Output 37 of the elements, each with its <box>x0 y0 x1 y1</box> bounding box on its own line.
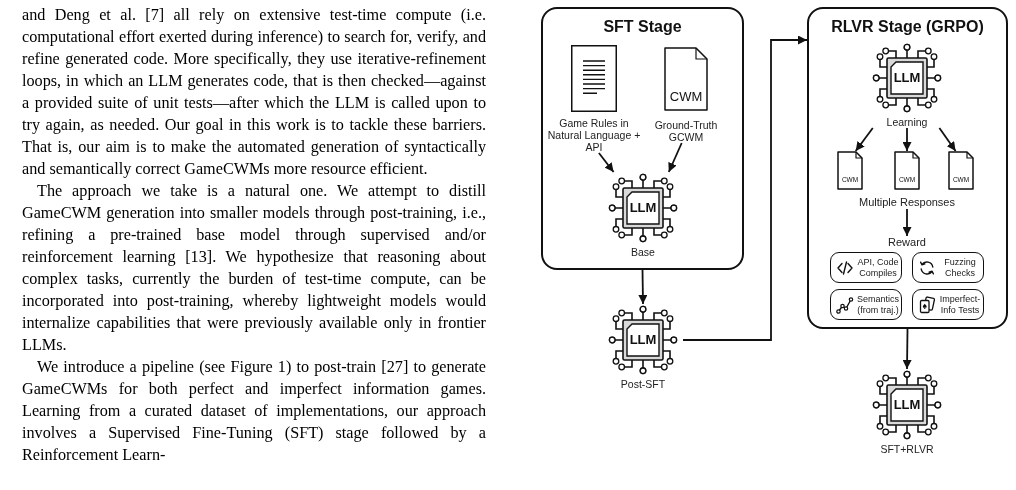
chip-label: LLM <box>893 71 921 85</box>
file-type-label: CWM <box>669 90 703 104</box>
reward-card <box>912 289 984 320</box>
body-paragraph: We introduce a pipeline (see Figure 1) to post-train [27] to generate GameCWMs for both perfect and imperfect information games. Learning from a curated dataset of implementations, our approach involves a Supervised Fine-Tuning (SFT) stage followed by a Reinforcement Learn- <box>22 357 486 466</box>
arrow <box>902 328 912 370</box>
model-name: SFT+RLVR <box>880 443 934 455</box>
body-paragraph: The approach we take is a natural one. We attempt to distill GameCWM generation into smaller models through post-training, i.e., refining a pre-trained base model through supervised and/or reinforcement learning [13]. We hypothesize that reasoning about complex tasks, currently the burden of test-time compute, can be incorporated into post-training, whereby lightweight models would internalize capabilities that were previously available only in frontier LLMs. <box>22 181 486 356</box>
arrow <box>598 152 615 173</box>
document-caption: Game Rules in Natural Language + API <box>546 117 642 153</box>
step-label: Reward <box>888 236 926 249</box>
reward-card <box>830 252 902 283</box>
arrow <box>667 142 683 173</box>
criterion-label: Imperfect-Info Tests <box>939 294 981 315</box>
reward-card <box>912 252 984 283</box>
criterion-label: Fuzzing Checks <box>943 257 977 278</box>
stage-title: SFT Stage <box>603 17 682 36</box>
chip-label: LLM <box>893 398 921 412</box>
model-name: Post-SFT <box>620 378 666 390</box>
chip-label: LLM <box>629 201 657 215</box>
arrow <box>854 127 874 152</box>
stage-panel <box>807 7 1008 329</box>
arrow <box>938 127 957 152</box>
arrow <box>638 269 648 305</box>
arrow <box>682 35 808 341</box>
chip-label: LLM <box>629 333 657 347</box>
model-name: Base <box>631 246 655 258</box>
reward-card <box>830 289 902 320</box>
criterion-label: API, Code Compiles <box>857 257 899 278</box>
step-label: Multiple Responses <box>859 196 955 209</box>
body-paragraph: and Deng et al. [7] all rely on extensive test-time compute (i.e. computational effort exerted during inference) to search for, verify, and refine generated code. More specifically, they use iterative-refinement loops, in which an LLM generates code, that is then checked—against a provided suite of unit tests—after which the LLM is called upon to try again, as needed. Our goal in this work is to tackle these barriers. That is, our aim is to make the automated generation of syntactically and semantically correct GameCWMs more resource efficient. <box>22 5 486 180</box>
stage-title: RLVR Stage (GRPO) <box>831 17 984 36</box>
arrow <box>902 127 912 152</box>
file-caption: Ground-Truth GCWM <box>653 119 719 143</box>
criterion-label: Semantics (from traj.) <box>857 294 899 315</box>
arrow <box>902 208 912 237</box>
model-name: Learning <box>886 116 928 128</box>
stage-panel <box>541 7 744 270</box>
